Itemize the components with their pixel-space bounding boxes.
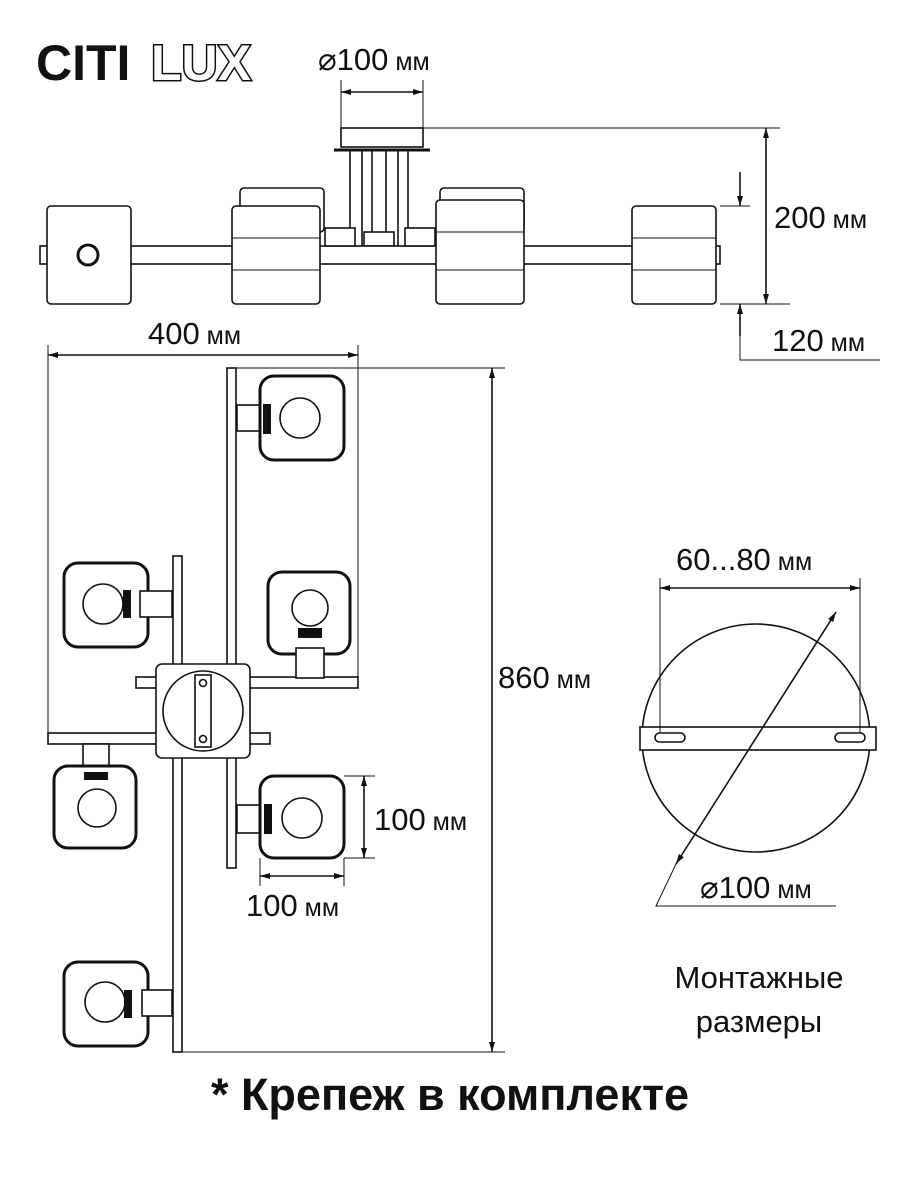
mount-spacing-label: 60...80 мм: [676, 542, 812, 577]
side-view: ⌀100 мм 200 мм 120 мм: [39, 42, 880, 361]
side-shade-4: [631, 205, 717, 305]
shade-height-label: 100 мм: [374, 802, 467, 837]
shade-width-label: 100 мм: [246, 888, 339, 923]
main-bar: [39, 245, 721, 265]
mounting-caption-line2: размеры: [696, 1004, 822, 1039]
height-total-label: 200 мм: [774, 200, 867, 235]
canopy-diameter-label: ⌀100 мм: [318, 42, 430, 77]
footer-note: * Крепеж в комплекте: [211, 1069, 689, 1120]
top-shade-6: [62, 960, 173, 1048]
top-bar-right: [226, 367, 237, 869]
mount-diameter-label: ⌀100 мм: [700, 870, 812, 905]
length-label: 860 мм: [498, 660, 591, 695]
citilux-logo: CITI LUX: [36, 34, 253, 93]
top-shade-1: [236, 374, 346, 462]
logo-text-citi: CITI: [36, 35, 130, 91]
mounting-caption-line1: Монтажные: [674, 960, 843, 995]
side-shade-2: [231, 187, 325, 305]
canopy: [340, 127, 424, 148]
top-view: 400 мм 860 мм 100 мм 100 мм: [47, 316, 591, 1053]
center-hub: [155, 663, 251, 759]
top-shade-2: [266, 570, 352, 679]
mounting-plate: [639, 726, 877, 751]
width-label: 400 мм: [148, 316, 241, 351]
side-shade-3: [435, 187, 525, 305]
side-shade-1: [46, 205, 132, 305]
top-bar-left: [172, 555, 183, 1053]
height-min-label: 120 мм: [772, 323, 865, 358]
mounting-detail: 60...80 мм ⌀100 мм Монтажные размеры: [639, 542, 877, 1039]
top-shade-4: [52, 743, 138, 850]
top-shade-3: [62, 561, 173, 649]
logo-text-lux: LUX: [151, 35, 251, 91]
top-shade-5: [236, 774, 346, 860]
